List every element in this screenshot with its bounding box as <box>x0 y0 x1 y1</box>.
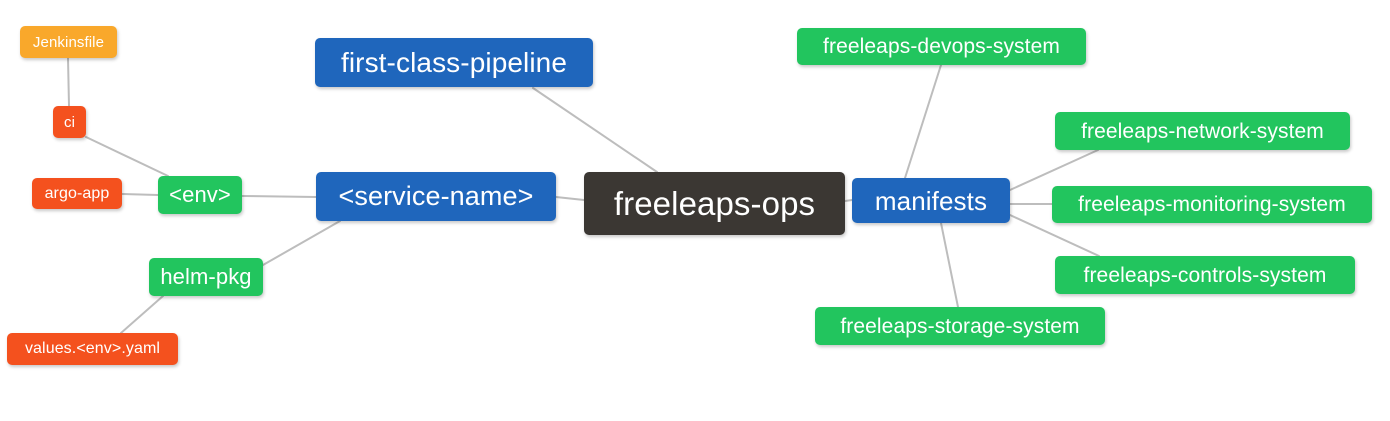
mindmap-node-label-freeleaps-network-system: freeleaps-network-system <box>1081 119 1324 143</box>
mindmap-node-label-helm-pkg: helm-pkg <box>160 264 252 289</box>
mindmap-node-freeleaps-controls-system[interactable]: freeleaps-controls-system <box>1055 256 1355 294</box>
mindmap-node-env[interactable]: <env> <box>158 176 242 214</box>
mindmap-edge-ci-to-env <box>85 136 169 177</box>
mindmap-node-first-class-pipeline[interactable]: first-class-pipeline <box>315 38 593 87</box>
mindmap-node-ci[interactable]: ci <box>53 106 86 138</box>
mindmap-node-manifests[interactable]: manifests <box>852 178 1010 223</box>
mindmap-node-label-freeleaps-controls-system: freeleaps-controls-system <box>1083 263 1327 287</box>
mindmap-node-label-argo-app: argo-app <box>44 184 110 202</box>
mindmap-node-freeleaps-ops[interactable]: freeleaps-ops <box>584 172 845 235</box>
edge-group <box>67 57 1100 334</box>
mindmap-node-label-values-yaml: values.<env>.yaml <box>24 340 161 357</box>
mindmap-node-label-ci: ci <box>63 113 76 131</box>
mindmap-edge-first-class-pipeline-to-freeleaps-ops <box>532 87 658 173</box>
mindmap-edge-manifests-to-freeleaps-network-system <box>1009 149 1099 191</box>
mindmap-edge-argo-app-to-env <box>121 193 159 196</box>
mindmap-edge-manifests-to-freeleaps-devops-system <box>904 64 942 179</box>
mindmap-edge-service-name-to-helm-pkg <box>262 220 341 266</box>
mindmap-node-values-yaml[interactable]: values.<env>.yaml <box>7 333 178 365</box>
mindmap-edge-service-name-to-freeleaps-ops <box>555 196 585 201</box>
mindmap-node-helm-pkg[interactable]: helm-pkg <box>149 258 263 296</box>
mindmap-node-label-freeleaps-storage-system: freeleaps-storage-system <box>840 314 1080 338</box>
mindmap-node-label-freeleaps-monitoring-system: freeleaps-monitoring-system <box>1078 193 1346 216</box>
mindmap-node-label-env: <env> <box>169 182 231 207</box>
mindmap-node-label-jenkinsfile: Jenkinsfile <box>32 33 105 51</box>
mindmap-node-freeleaps-network-system[interactable]: freeleaps-network-system <box>1055 112 1350 150</box>
mindmap-node-freeleaps-monitoring-system[interactable]: freeleaps-monitoring-system <box>1052 186 1372 223</box>
mindmap-node-label-first-class-pipeline: first-class-pipeline <box>340 46 568 78</box>
mindmap-node-freeleaps-devops-system[interactable]: freeleaps-devops-system <box>797 28 1086 65</box>
mindmap-node-label-freeleaps-devops-system: freeleaps-devops-system <box>823 35 1060 58</box>
mindmap-node-freeleaps-storage-system[interactable]: freeleaps-storage-system <box>815 307 1105 345</box>
mindmap-node-argo-app[interactable]: argo-app <box>32 178 122 209</box>
mindmap-edge-helm-pkg-to-values-yaml <box>120 295 164 334</box>
mindmap-node-jenkinsfile[interactable]: Jenkinsfile <box>20 26 117 58</box>
mindmap-edge-jenkinsfile-to-ci <box>67 57 70 107</box>
mindmap-edge-env-to-service-name <box>241 195 317 198</box>
mindmap-edge-manifests-to-freeleaps-controls-system <box>1009 214 1100 257</box>
mindmap-node-label-service-name: <service-name> <box>338 181 534 211</box>
mindmap-edge-freeleaps-ops-to-manifests <box>844 199 853 202</box>
mindmap-node-service-name[interactable]: <service-name> <box>316 172 556 221</box>
mindmap-node-label-freeleaps-ops: freeleaps-ops <box>613 185 816 222</box>
mindmap-node-label-manifests: manifests <box>874 185 988 216</box>
mindmap-edge-manifests-to-freeleaps-storage-system <box>940 222 959 308</box>
